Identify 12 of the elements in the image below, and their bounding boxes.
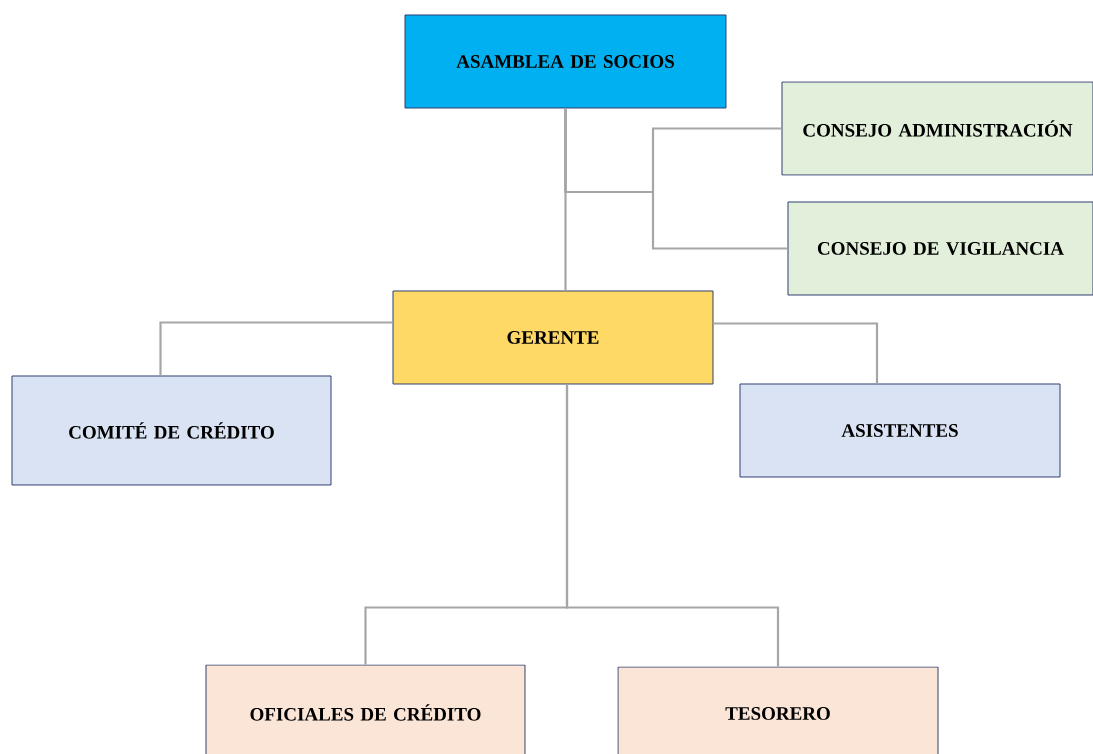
org-box: ASISTENTES (739, 383, 1061, 478)
org-box: GERENTE (392, 290, 714, 385)
org-box: ASAMBLEA DE SOCIOS (404, 14, 727, 109)
connector-line (564, 108, 788, 250)
org-box: CONSEJO DE VIGILANCIA (787, 201, 1093, 296)
org-box: CONSEJO ADMINISTRACIÓN (781, 81, 1093, 176)
org-box: OFICIALES DE CRÉDITO (205, 664, 526, 754)
org-box: TESORERO (617, 666, 939, 754)
connector-line (565, 384, 780, 667)
connector-line (713, 322, 879, 384)
org-box: COMITÉ DE CRÉDITO (11, 375, 332, 486)
connector-line (159, 321, 393, 376)
